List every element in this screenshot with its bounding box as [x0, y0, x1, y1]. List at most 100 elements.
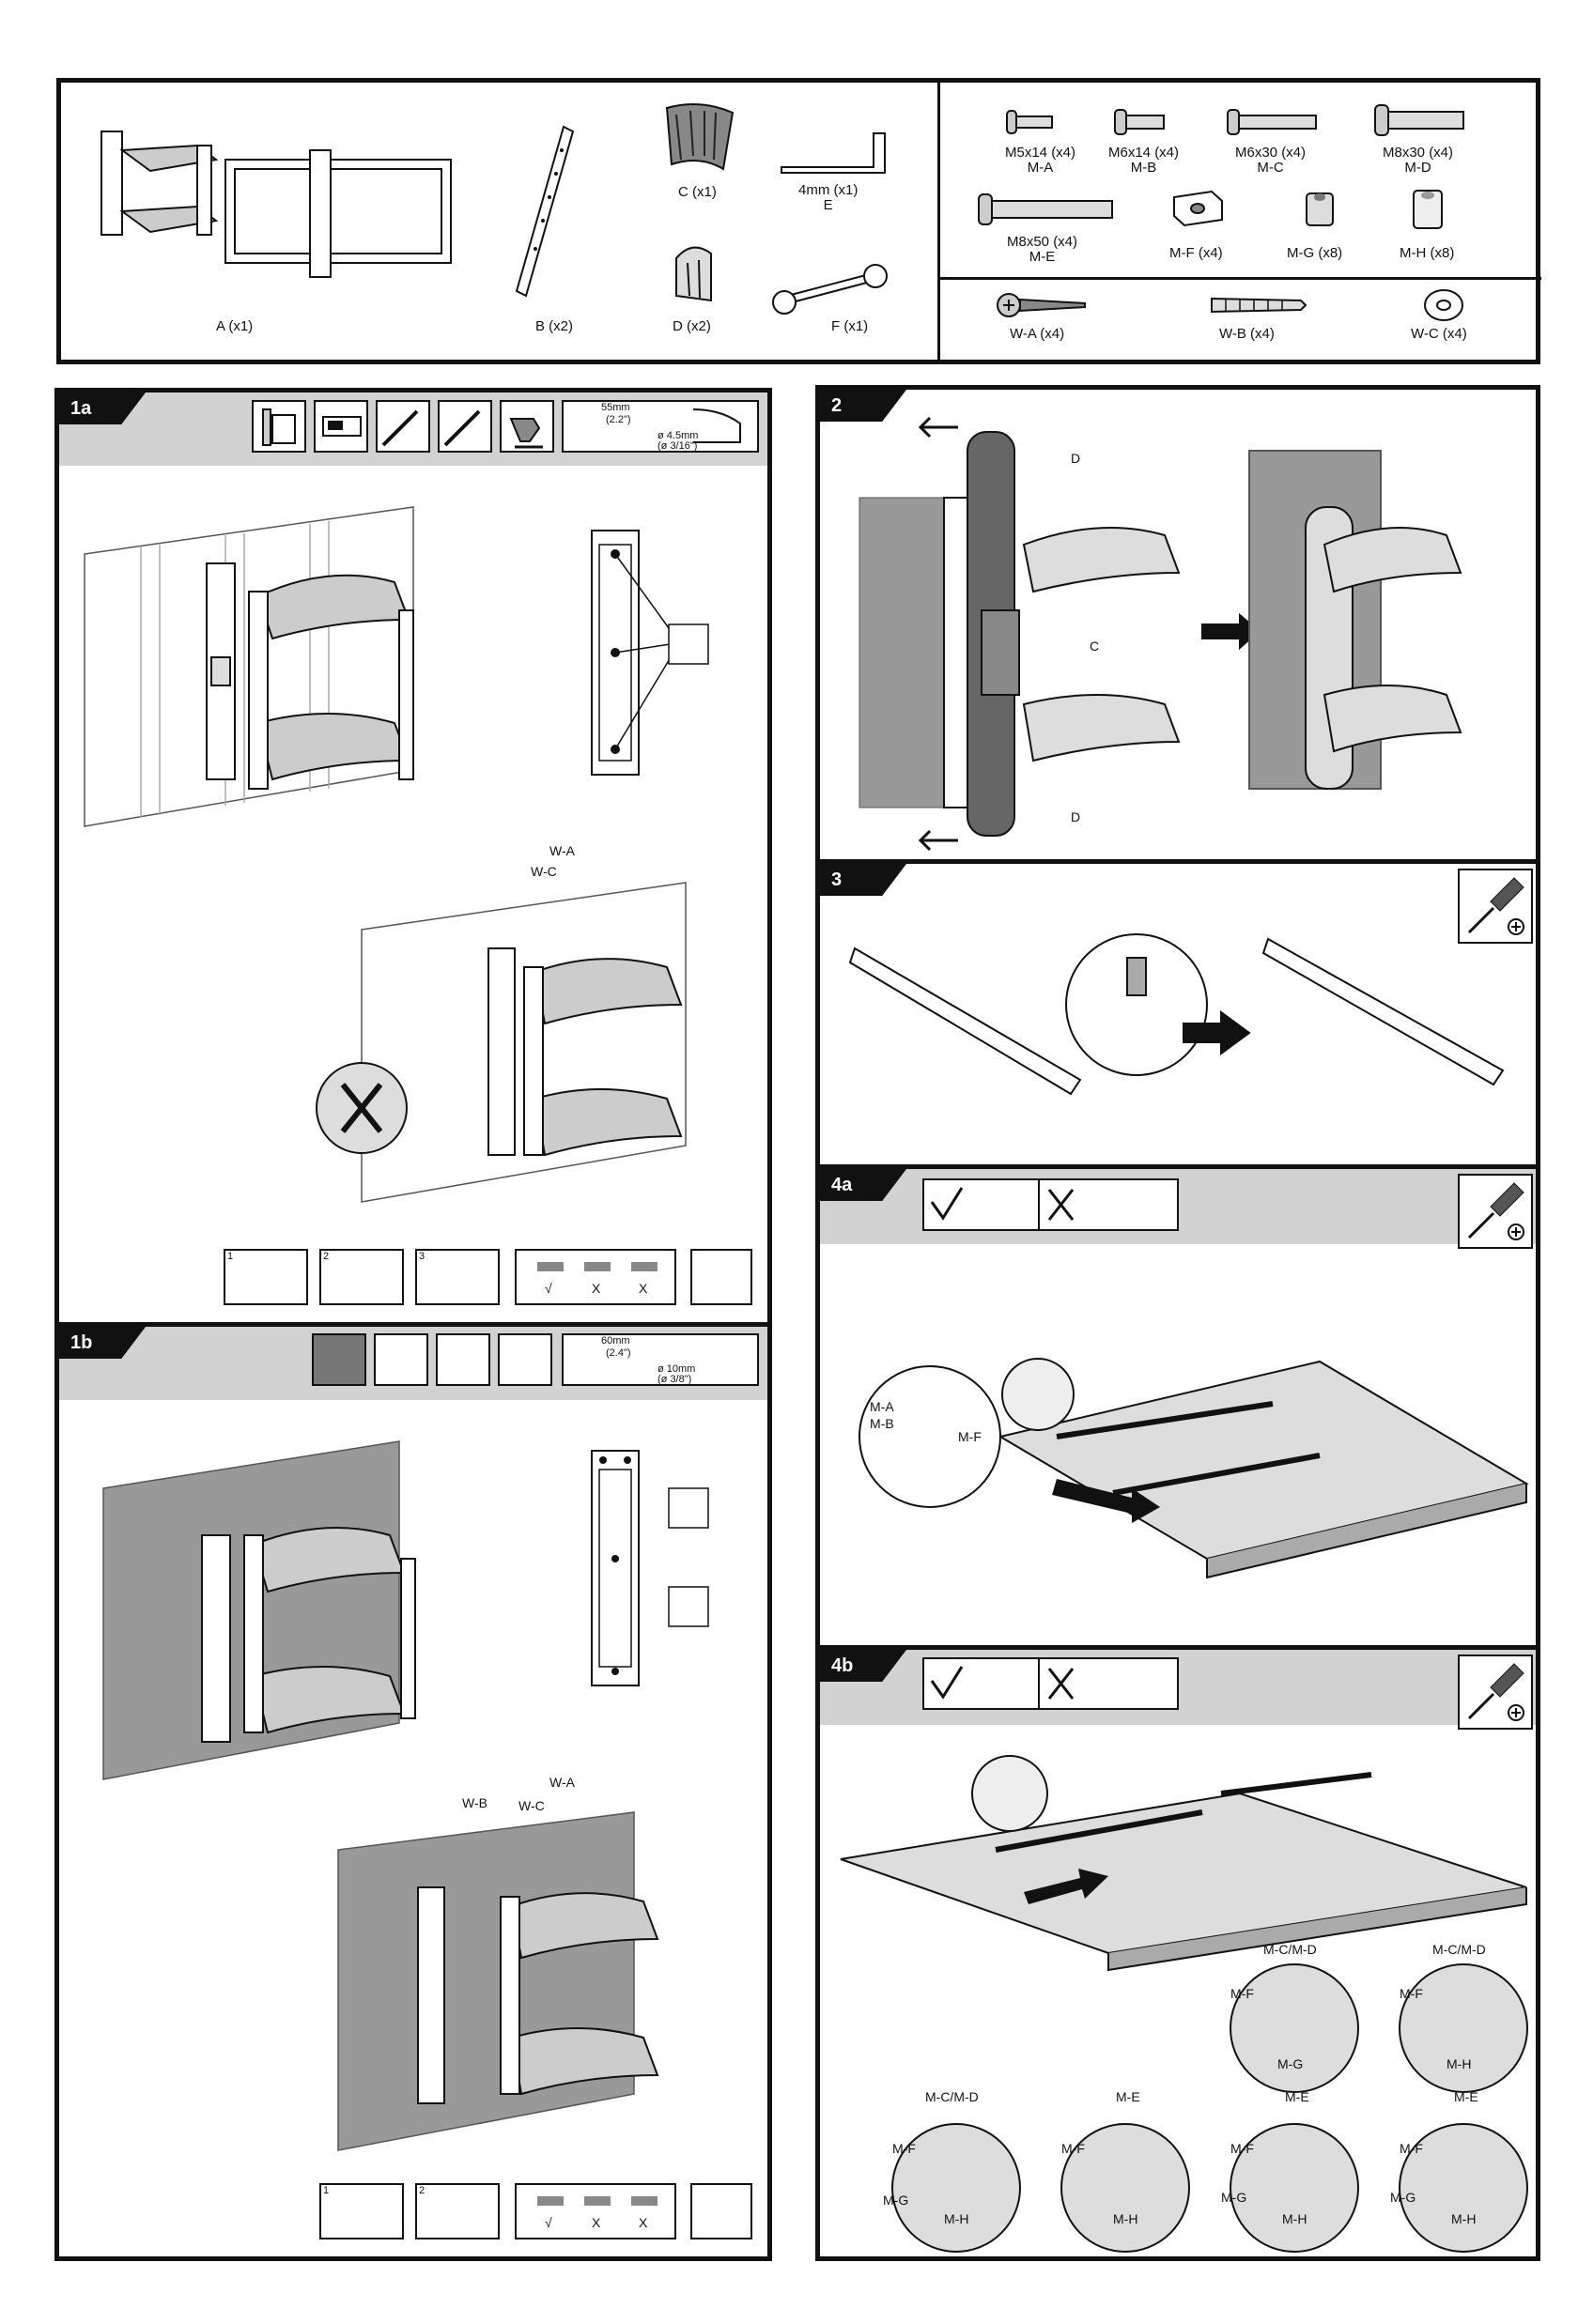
step-1a-wood-wall-illustration: [84, 506, 414, 827]
washer-mf-icon: [1173, 190, 1223, 227]
part-a-wall-mount-image: [101, 131, 452, 278]
step-1a-wa-callout: W-A: [549, 843, 575, 858]
detail-6-mg-callout: M-G: [1390, 2190, 1416, 2205]
screw-ma-label: M5x14 (x4) M-A: [1005, 146, 1075, 176]
screw-mb-code: M-B: [1130, 160, 1157, 176]
step-2-c-callout: C: [1090, 639, 1100, 654]
part-e-size: 4mm (x1): [798, 182, 859, 198]
screw-me-label: M8x50 (x4) M-E: [1007, 235, 1077, 265]
detail-2-mf-callout: M-F: [1400, 1986, 1423, 2001]
screw-ma-icon: [1006, 110, 1053, 134]
level-bad-2-icon: [631, 1262, 658, 1271]
part-e-hex-key-image: [781, 132, 886, 174]
step-2-d-top-callout: D: [1071, 451, 1081, 466]
step-1a-mounted-illustration: [316, 882, 687, 1203]
step-4a-tv-back-illustration: [859, 1358, 1529, 1579]
level-bad-1-icon: [584, 1262, 611, 1271]
spacer-mh-icon: [1413, 190, 1443, 229]
level-bad-1-mark: X: [592, 1281, 601, 1296]
tool-drill-2-icon: [498, 1333, 552, 1386]
parts-divider-horizontal: [940, 277, 1541, 280]
detail-5-mf-callout: M-F: [1230, 2141, 1254, 2156]
spacer-mg-label: M-G (x8): [1287, 245, 1343, 261]
step-4a-ma-callout: M-A: [870, 1399, 894, 1414]
washer-mf-label: M-F (x4): [1169, 245, 1223, 261]
step-1a-substep-3: [415, 1249, 500, 1305]
part-c-label: C (x1): [678, 184, 717, 200]
step-1b-wb-callout: W-B: [462, 1795, 487, 1810]
tool-pencil-3-icon: [374, 1333, 428, 1386]
drill-1b-dia-in: (ø 3/8"): [658, 1374, 692, 1385]
part-a-label: A (x1): [216, 318, 254, 334]
detail-4-me-callout: M-E: [1116, 2089, 1140, 2104]
drill-1b-depth-in: (2.4"): [606, 1347, 631, 1359]
step-1b-wc-callout: W-C: [518, 1798, 545, 1813]
drill-1a-depth-in: (2.2"): [606, 414, 631, 425]
step-1a-substep-2-num: 2: [323, 1251, 330, 1262]
step-4b-tv-back-illustration: [840, 1755, 1527, 1972]
drill-1b-depth: 60mm: [601, 1335, 630, 1347]
detail-5-me-callout: M-E: [1285, 2089, 1309, 2104]
step-1a-substep-3-num: 3: [419, 1251, 425, 1262]
step-1b-wa-callout: W-A: [549, 1775, 575, 1790]
detail-2-mcmd-callout: M-C/M-D: [1432, 1942, 1486, 1957]
wall-washer-wc-label: W-C (x4): [1411, 326, 1467, 342]
step-4b-detail-circles: [891, 1963, 1528, 2253]
screw-me-icon: [978, 193, 1113, 225]
screw-mc-label: M6x30 (x4) M-C: [1235, 146, 1306, 176]
step-1b-template-drawing: [591, 1450, 709, 1686]
screw-md-icon: [1374, 104, 1464, 136]
part-e-code: E: [823, 197, 833, 213]
part-b-tv-bracket-image: [515, 125, 575, 298]
step-1b-mounted-illustration: [337, 1811, 659, 2151]
detail-6-mf-callout: M-F: [1400, 2141, 1423, 2156]
tool-concrete-icon: [312, 1333, 366, 1386]
step-1a-substep-1-num: 1: [227, 1251, 234, 1262]
step-4b-wrong-box: [1038, 1657, 1179, 1710]
step-2-d-bot-callout: D: [1071, 809, 1081, 824]
detail-5-mh-callout: M-H: [1282, 2211, 1307, 2226]
level-bad-2-mark: X: [639, 1281, 648, 1296]
step-1b-level-check-box: √ X X: [515, 2183, 676, 2239]
detail-1-mg-callout: M-G: [1277, 2056, 1304, 2071]
wall-anchor-wb-label: W-B (x4): [1219, 326, 1275, 342]
step-1a-wc-callout: W-C: [531, 864, 557, 879]
detail-6-mh-callout: M-H: [1451, 2211, 1477, 2226]
part-f-label: F (x1): [831, 318, 869, 334]
step-1b-concrete-wall-illustration: [102, 1440, 416, 1780]
step-1a-substep-1: [224, 1249, 308, 1305]
step-1b-substep-1: [319, 2183, 404, 2239]
drill-1a-dia-in: (ø 3/16"): [658, 440, 698, 452]
tool-pencil-4-icon: [436, 1333, 490, 1386]
detail-1-mf-callout: M-F: [1230, 1986, 1254, 2001]
level-bad-3-mark: X: [592, 2215, 601, 2230]
screw-ma-size: M5x14 (x4): [1005, 145, 1076, 161]
detail-4-mf-callout: M-F: [1061, 2141, 1085, 2156]
part-b-label: B (x2): [535, 318, 574, 334]
part-e-label: 4mm (x1) E: [798, 183, 858, 213]
wall-anchor-wb-icon: [1211, 297, 1307, 314]
screwdriver-icon: [1467, 1663, 1524, 1721]
step-1a-level-check-box: √ X X: [515, 1249, 676, 1305]
detail-2-mh-callout: M-H: [1446, 2056, 1472, 2071]
screw-mc-icon: [1227, 109, 1317, 135]
drill-spec-1a-box: [562, 400, 759, 453]
step-4a-mf-callout: M-F: [958, 1429, 982, 1444]
wall-screw-wa-icon: [997, 293, 1086, 317]
step-1a-drill-tool-box: [690, 1249, 752, 1305]
level-bad-4-mark: X: [639, 2215, 648, 2230]
step-1a-substep-2: [319, 1249, 404, 1305]
tool-icons-1a-drawing: [262, 408, 741, 449]
spacer-mh-label: M-H (x8): [1400, 245, 1455, 261]
drill-spec-1b-box: [562, 1333, 759, 1386]
step-3-bracket-illustration: [848, 933, 1505, 1096]
part-f-wrench-image: [772, 264, 888, 315]
detail-4-mh-callout: M-H: [1113, 2211, 1138, 2226]
detail-1-mcmd-callout: M-C/M-D: [1263, 1942, 1317, 1957]
screw-mb-label: M6x14 (x4) M-B: [1108, 146, 1179, 176]
screw-md-label: M8x30 (x4) M-D: [1383, 146, 1453, 176]
level-ok-mark-2: √: [545, 2215, 552, 2230]
screw-me-code: M-E: [1029, 249, 1056, 265]
step-2-cover-illustration: [859, 416, 1462, 852]
level-bad-3-icon: [584, 2196, 611, 2206]
